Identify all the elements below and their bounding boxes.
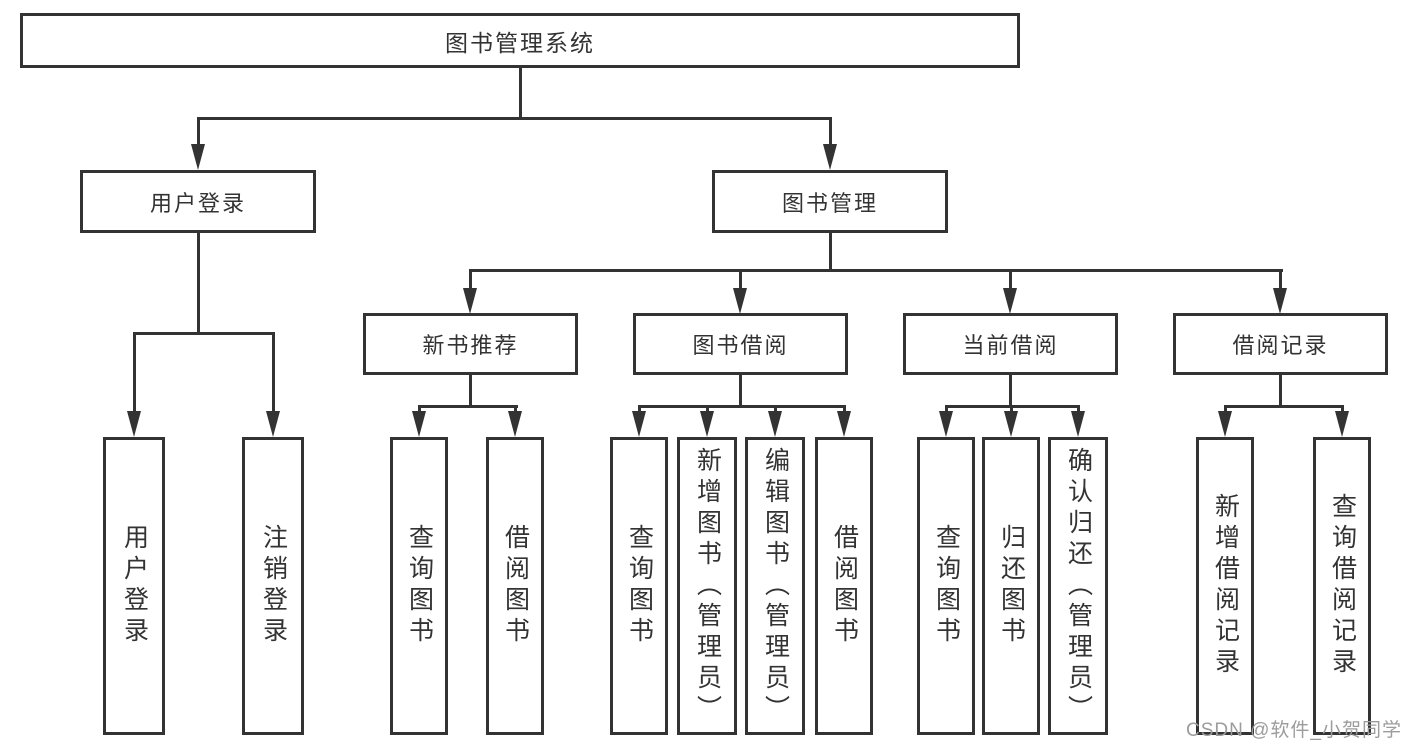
leaf-nbr-borrow-books-label: 借阅图书 [501, 524, 530, 648]
leaf-logout: 注销登录 [242, 437, 304, 735]
connector-vline [469, 375, 472, 408]
leaf-br-add-borrow-record-label: 新增借阅记录 [1211, 493, 1240, 679]
connector-vline [774, 405, 777, 415]
connector-vline [1279, 375, 1282, 408]
arrow-down-icon [1273, 288, 1287, 314]
connector-vline [133, 332, 136, 414]
leaf-bb-query-books-label: 查询图书 [625, 524, 654, 648]
connector-hline [638, 405, 846, 408]
connector-vline [514, 405, 517, 415]
watermark-text: CSDN @软件_小贺同学 [1186, 720, 1402, 741]
node-borrowing-records-label: 借阅记录 [1232, 333, 1329, 358]
connector-vline [1009, 375, 1012, 408]
leaf-cb-confirm-return-admin-label: 确认归还（管理员） [1064, 446, 1093, 726]
arrow-down-icon [463, 288, 477, 314]
leaf-nbr-query-books: 查询图书 [390, 437, 448, 735]
arrow-down-icon [1004, 411, 1018, 437]
connector-vline [1279, 269, 1282, 291]
node-user-login-label: 用户登录 [149, 190, 246, 216]
connector-vline [469, 269, 472, 291]
connector-vline [1341, 405, 1344, 415]
leaf-cb-return-books-label: 归还图书 [997, 524, 1026, 648]
leaf-nbr-borrow-books: 借阅图书 [486, 437, 544, 735]
leaf-bb-edit-book-admin-label: 编辑图书（管理员） [761, 446, 790, 726]
arrow-down-icon [191, 144, 205, 170]
arrow-down-icon [700, 411, 714, 437]
leaf-br-query-borrow-record-label: 查询借阅记录 [1328, 493, 1357, 679]
node-book-management-label: 图书管理 [781, 190, 878, 216]
leaf-bb-add-book-admin: 新增图书（管理员） [677, 437, 737, 735]
connector-hline [197, 117, 831, 120]
connector-vline [272, 332, 275, 414]
arrow-down-icon [1071, 411, 1085, 437]
connector-vline [739, 375, 742, 408]
arrow-down-icon [768, 411, 782, 437]
arrow-down-icon [837, 411, 851, 437]
node-root: 图书管理系统 [20, 13, 1020, 68]
arrow-down-icon [1335, 411, 1349, 437]
leaf-nbr-query-books-label: 查询图书 [405, 524, 434, 648]
arrow-down-icon [412, 411, 426, 437]
connector-vline [1077, 405, 1080, 415]
leaf-cb-query-books-label: 查询图书 [932, 524, 961, 648]
leaf-user-login: 用户登录 [103, 437, 165, 735]
leaf-cb-return-books: 归还图书 [982, 437, 1040, 735]
connector-vline [1010, 405, 1013, 415]
node-book-borrowing-label: 图书借阅 [692, 333, 789, 358]
leaf-br-query-borrow-record: 查询借阅记录 [1313, 437, 1371, 735]
node-current-borrowing: 当前借阅 [903, 313, 1118, 375]
leaf-logout-label: 注销登录 [259, 524, 288, 648]
connector-hline [469, 269, 1283, 272]
node-new-book-recommendation: 新书推荐 [363, 313, 578, 375]
connector-vline [418, 405, 421, 415]
node-book-management: 图书管理 [712, 170, 948, 233]
node-user-login: 用户登录 [80, 170, 316, 233]
connector-hline [1224, 405, 1344, 408]
connector-vline [739, 269, 742, 291]
leaf-bb-query-books: 查询图书 [610, 437, 668, 735]
leaf-user-login-label: 用户登录 [120, 524, 149, 648]
connector-vline [945, 405, 948, 415]
arrow-down-icon [939, 411, 953, 437]
node-root-label: 图书管理系统 [445, 29, 595, 56]
arrow-down-icon [266, 411, 280, 437]
connector-vline [1224, 405, 1227, 415]
arrow-down-icon [1003, 288, 1017, 314]
arrow-down-icon [508, 411, 522, 437]
connector-vline [829, 117, 832, 150]
arrow-down-icon [127, 411, 141, 437]
node-new-book-recommendation-label: 新书推荐 [422, 333, 519, 358]
leaf-br-add-borrow-record: 新增借阅记录 [1196, 437, 1254, 735]
leaf-cb-query-books: 查询图书 [917, 437, 975, 735]
node-book-borrowing: 图书借阅 [633, 313, 848, 375]
leaf-cb-confirm-return-admin: 确认归还（管理员） [1048, 437, 1108, 735]
leaf-bb-edit-book-admin: 编辑图书（管理员） [745, 437, 805, 735]
connector-vline [197, 117, 200, 150]
connector-vline [843, 405, 846, 415]
connector-vline [829, 233, 832, 272]
node-current-borrowing-label: 当前借阅 [962, 333, 1059, 358]
connector-vline [638, 405, 641, 415]
leaf-bb-add-book-admin-label: 新增图书（管理员） [693, 446, 722, 726]
connector-hline [133, 332, 275, 335]
arrow-down-icon [823, 144, 837, 170]
connector-vline [706, 405, 709, 415]
leaf-bb-borrow-books-label: 借阅图书 [830, 524, 859, 648]
connector-vline [197, 233, 200, 333]
connector-vline [1009, 269, 1012, 291]
connector-vline [519, 68, 522, 117]
arrow-down-icon [733, 288, 747, 314]
connector-hline [418, 405, 518, 408]
node-borrowing-records: 借阅记录 [1173, 313, 1388, 375]
arrow-down-icon [632, 411, 646, 437]
arrow-down-icon [1218, 411, 1232, 437]
leaf-bb-borrow-books: 借阅图书 [815, 437, 873, 735]
